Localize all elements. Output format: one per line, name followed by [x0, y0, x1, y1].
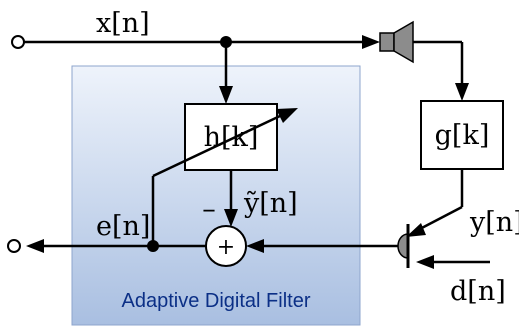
microphone-icon	[397, 224, 410, 268]
estimate-label: ỹ[n]	[243, 188, 298, 219]
output-terminal	[7, 239, 21, 253]
adaptation-line	[152, 114, 281, 178]
desired-signal-arrow	[246, 239, 264, 253]
filter-caption: Adaptive Digital Filter	[122, 290, 311, 312]
path-output-diagonal	[415, 205, 463, 233]
input-terminal	[11, 35, 25, 49]
path-output-arrow	[406, 223, 426, 237]
disturbance-arrow	[416, 255, 434, 269]
error-output-arrow	[26, 239, 44, 253]
input-label: x[n]	[96, 8, 150, 39]
path-input-arrow	[455, 83, 469, 101]
adaptive-filter-block	[184, 103, 278, 171]
minus-sign: –	[202, 194, 216, 225]
adaptation-arrow	[276, 108, 298, 123]
error-label: e[n]	[96, 211, 150, 242]
path-g-label: g[k]	[435, 120, 490, 151]
plus-sign: +	[217, 235, 235, 260]
y-label: y[n]	[469, 207, 519, 238]
loudspeaker-icon	[379, 20, 414, 64]
estimate-arrow	[224, 209, 238, 227]
error-branch-node	[147, 240, 159, 252]
disturbance-label: d[n]	[450, 276, 506, 307]
speaker-input-arrow	[362, 35, 380, 49]
filter-input-arrow	[219, 86, 233, 104]
